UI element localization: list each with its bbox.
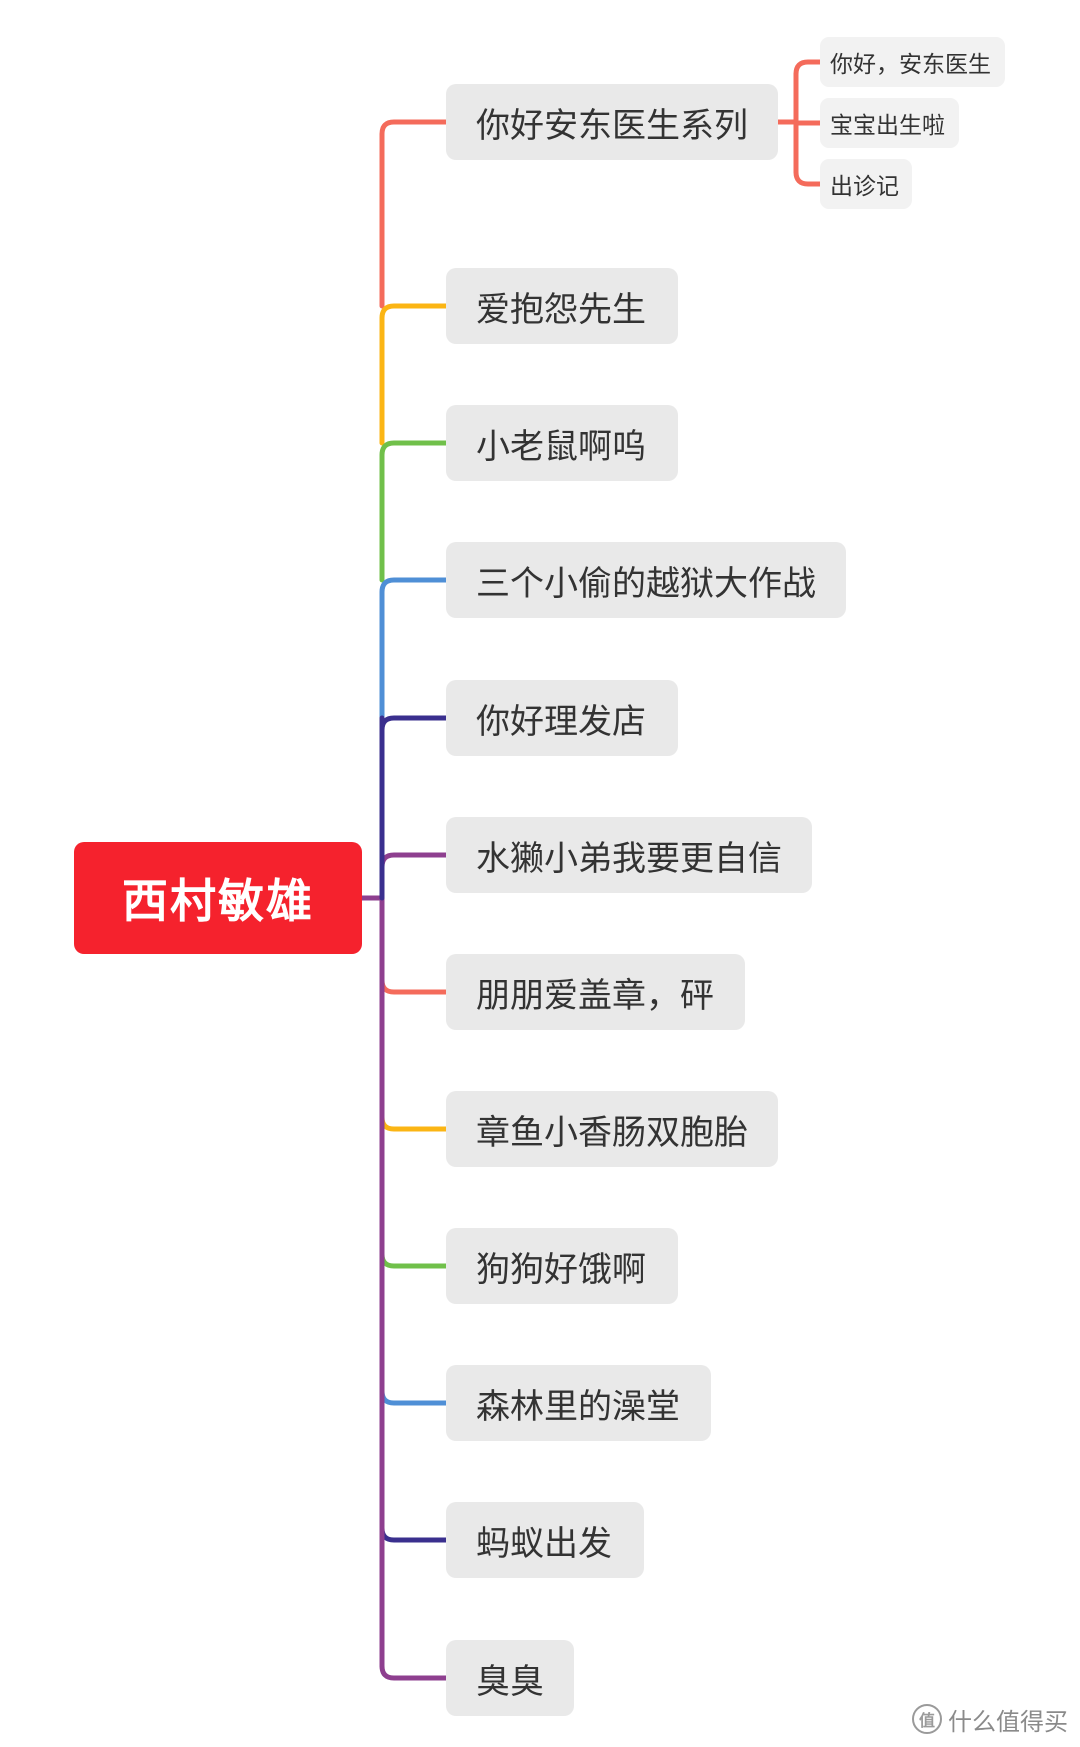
branch-node-7[interactable]: 朋朋爱盖章，砰 — [446, 954, 745, 1030]
branch-label: 你好安东医生系列 — [476, 105, 748, 146]
sub-node-3[interactable]: 出诊记 — [820, 159, 912, 209]
branch-label: 章鱼小香肠双胞胎 — [476, 1112, 748, 1153]
sub-label: 你好，安东医生 — [830, 52, 991, 78]
branch-node-1[interactable]: 你好安东医生系列 — [446, 84, 778, 160]
branch-connector-11 — [379, 1400, 449, 1543]
branch-label: 朋朋爱盖章，砰 — [476, 975, 714, 1016]
root-node[interactable]: 西村敏雄 — [74, 842, 362, 954]
branch-label: 森林里的澡堂 — [476, 1386, 680, 1427]
branch-label: 蚂蚁出发 — [476, 1523, 612, 1564]
branch-label: 三个小偷的越狱大作战 — [476, 563, 816, 604]
branch-label: 你好理发店 — [476, 701, 646, 742]
branch-label: 小老鼠啊呜 — [476, 426, 646, 467]
branch-label: 臭臭 — [476, 1661, 544, 1702]
branch-connector-5 — [379, 715, 449, 858]
branch-node-2[interactable]: 爱抱怨先生 — [446, 268, 678, 344]
zhi-logo-icon: 值 — [912, 1704, 942, 1734]
branch-connector-4 — [379, 577, 449, 721]
sub-node-2[interactable]: 宝宝出生啦 — [820, 98, 959, 148]
branch-node-10[interactable]: 森林里的澡堂 — [446, 1365, 711, 1441]
branch-node-8[interactable]: 章鱼小香肠双胞胎 — [446, 1091, 778, 1167]
sub-connector-3 — [793, 169, 823, 187]
sub-connector-1 — [793, 59, 823, 77]
sub-node-1[interactable]: 你好，安东医生 — [820, 37, 1005, 87]
branch-connector-3 — [379, 440, 449, 583]
root-label: 西村敏雄 — [122, 874, 314, 928]
branch-connector-6 — [379, 852, 449, 901]
watermark-text: 什么值得买 — [948, 1707, 1068, 1736]
branch-connector-10 — [379, 1263, 449, 1406]
branch-node-5[interactable]: 你好理发店 — [446, 680, 678, 756]
sub-label: 出诊记 — [830, 174, 899, 200]
branch-connector-9 — [379, 1126, 449, 1269]
watermark: 值 什么值得买 — [912, 1699, 1068, 1739]
branch-node-11[interactable]: 蚂蚁出发 — [446, 1502, 644, 1578]
branch-connector-2 — [379, 303, 449, 446]
branch-node-12[interactable]: 臭臭 — [446, 1640, 574, 1716]
branch-node-9[interactable]: 狗狗好饿啊 — [446, 1228, 678, 1304]
branch-connector-12 — [379, 1537, 449, 1681]
branch-connector-7 — [379, 852, 449, 995]
branch-connector-1 — [379, 119, 449, 309]
branch-node-6[interactable]: 水獭小弟我要更自信 — [446, 817, 812, 893]
branch-connector-8 — [379, 989, 449, 1132]
branch-label: 狗狗好饿啊 — [476, 1249, 646, 1290]
branch-label: 水獭小弟我要更自信 — [476, 838, 782, 879]
sub-label: 宝宝出生啦 — [830, 113, 945, 139]
branch-node-3[interactable]: 小老鼠啊呜 — [446, 405, 678, 481]
branch-node-4[interactable]: 三个小偷的越狱大作战 — [446, 542, 846, 618]
branch-label: 爱抱怨先生 — [476, 289, 646, 330]
